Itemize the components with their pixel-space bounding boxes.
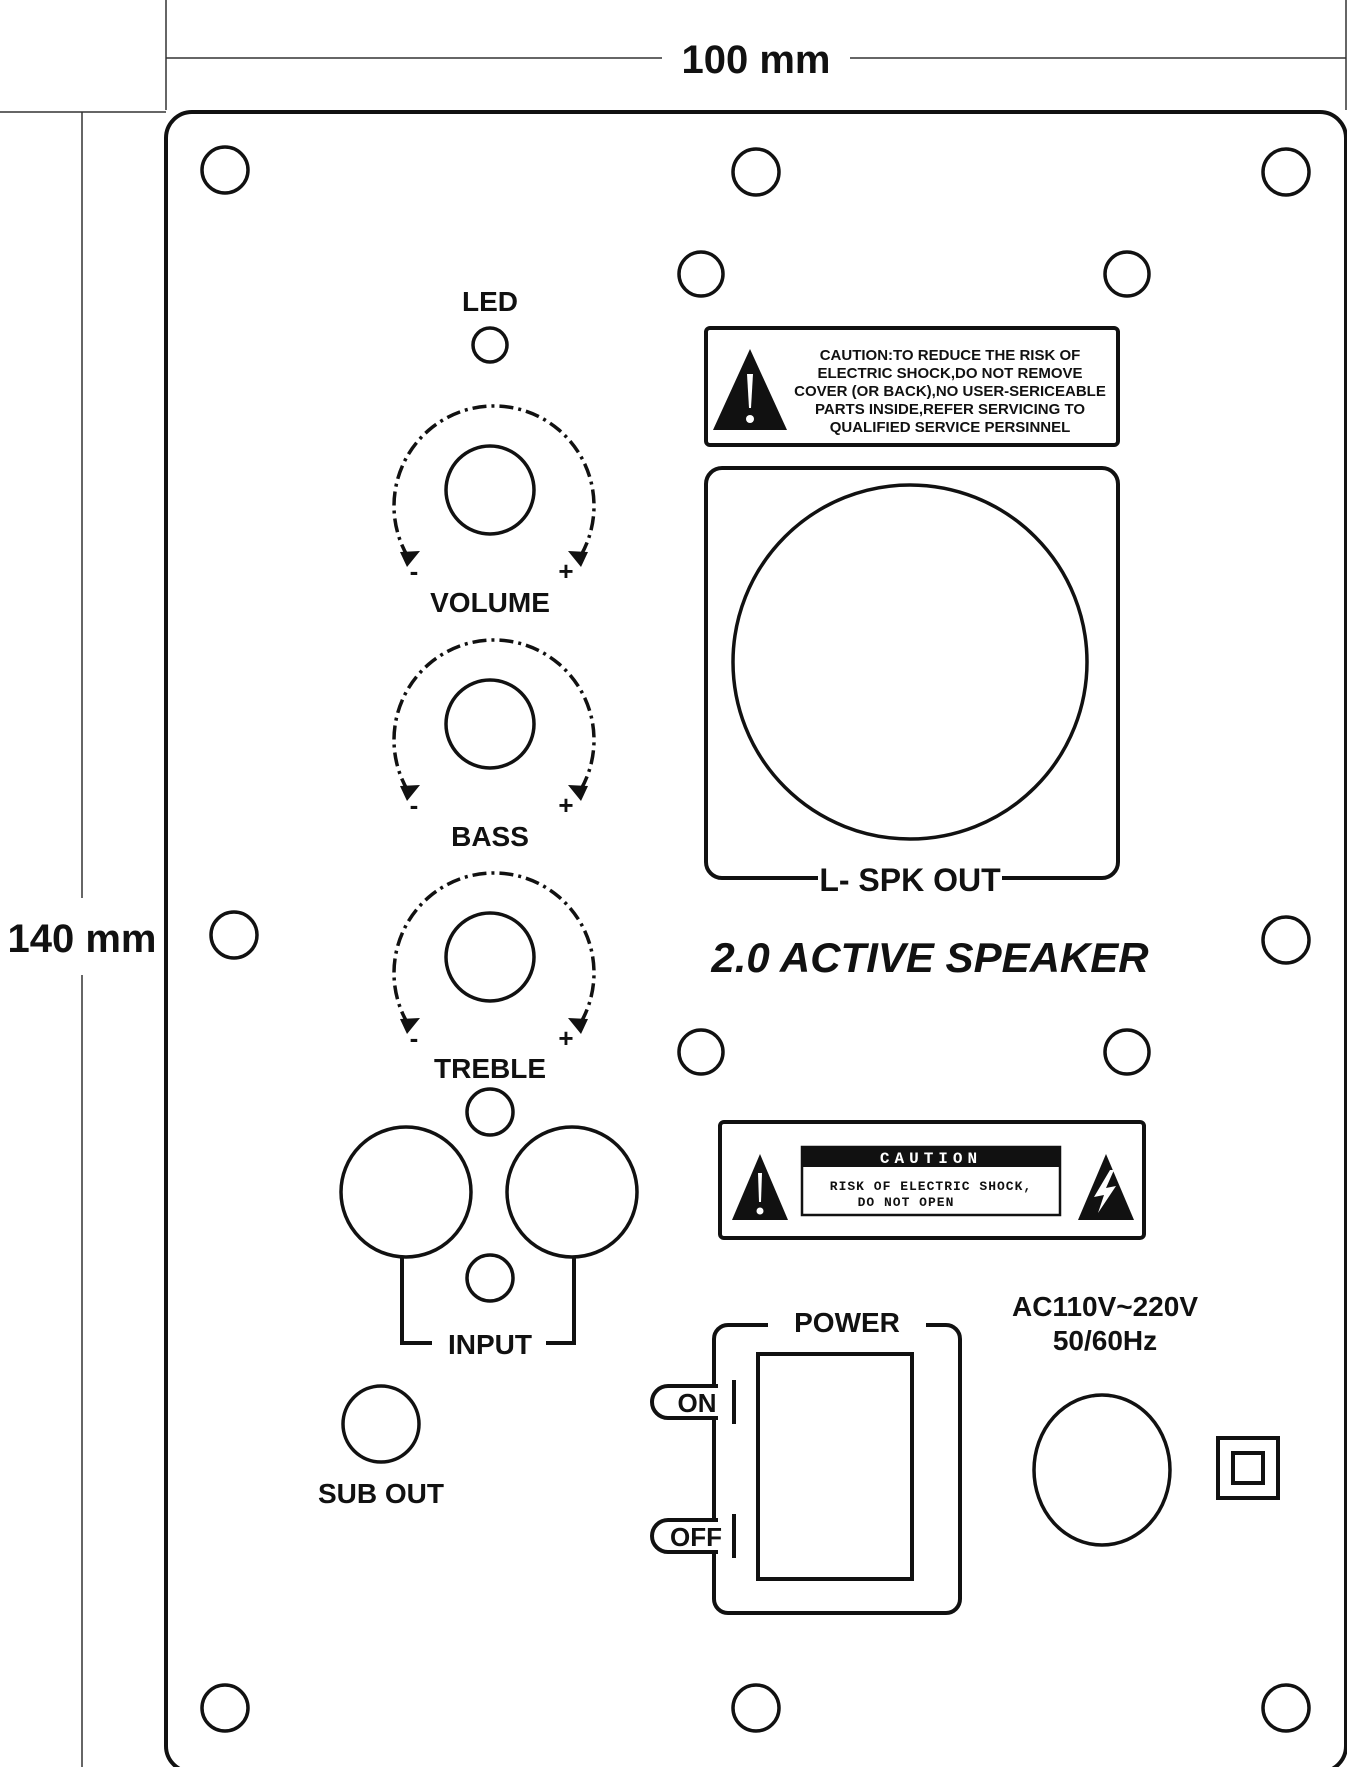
input-jack-right[interactable]	[505, 1125, 639, 1259]
treble-control[interactable]: - + TREBLE	[392, 871, 596, 1084]
speaker-cutout	[731, 483, 1089, 841]
led-label: LED	[462, 286, 518, 317]
ac-input-area: AC110V~220V 50/60Hz	[1012, 1291, 1280, 1547]
mounting-hole	[200, 1683, 250, 1733]
chevron-down-icon	[400, 785, 420, 801]
mounting-holes	[200, 145, 1311, 1733]
mounting-hole	[1261, 147, 1311, 197]
treble-label: TREBLE	[434, 1053, 546, 1084]
input-label: INPUT	[448, 1329, 532, 1360]
caution-line: QUALIFIED SERVICE PERSINNEL	[830, 419, 1071, 436]
led-indicator	[471, 326, 509, 364]
volume-control[interactable]: - + VOLUME	[392, 404, 596, 618]
lightning-warning-icon	[1078, 1154, 1134, 1220]
power-off-indicator: OFF	[650, 1514, 736, 1558]
treble-plus-label: +	[558, 1023, 573, 1053]
caution-line: CAUTION:TO REDUCE THE RISK OF	[820, 347, 1081, 364]
width-dimension: 100 mm	[165, 0, 1347, 110]
mounting-hole	[209, 910, 259, 960]
sub-out-jack[interactable]: SUB OUT	[318, 1384, 444, 1509]
power-on-label: ON	[678, 1388, 717, 1418]
input-small-hole	[465, 1253, 515, 1303]
height-dimension: 140 mm	[0, 111, 166, 1767]
volume-label: VOLUME	[430, 587, 550, 618]
power-off-label: OFF	[670, 1522, 722, 1552]
volume-knob[interactable]	[444, 444, 536, 536]
caution-line: RISK OF ELECTRIC SHOCK,	[830, 1179, 1032, 1194]
power-on-indicator: ON	[650, 1380, 736, 1424]
volume-dial-arc	[392, 404, 596, 558]
mounting-hole	[200, 145, 250, 195]
bass-minus-label: -	[410, 790, 419, 820]
caution-line: COVER (OR BACK),NO USER-SERICEABLE	[794, 383, 1106, 400]
power-switch[interactable]	[756, 1352, 914, 1581]
caution-label-top: CAUTION:TO REDUCE THE RISK OF ELECTRIC S…	[704, 326, 1120, 447]
input-bracket-left	[400, 1257, 432, 1345]
treble-minus-label: -	[410, 1023, 419, 1053]
width-label: 100 mm	[682, 38, 831, 82]
caution-header: CAUTION	[880, 1150, 982, 1168]
caution-line: PARTS INSIDE,REFER SERVICING TO	[815, 401, 1085, 418]
chevron-down-icon	[400, 551, 420, 567]
mounting-hole	[731, 1683, 781, 1733]
caution-line: DO NOT OPEN	[858, 1195, 955, 1210]
bass-dial-arc	[392, 638, 596, 792]
bass-knob[interactable]	[444, 678, 536, 770]
speaker-output-area: L- SPK OUT	[704, 466, 1120, 898]
mounting-hole	[1103, 250, 1151, 298]
chevron-down-icon	[568, 1018, 588, 1034]
warning-triangle-icon	[732, 1154, 788, 1220]
bass-control[interactable]: - + BASS	[392, 638, 596, 852]
power-frame	[712, 1323, 962, 1615]
product-title: 2.0 ACTIVE SPEAKER	[710, 934, 1149, 981]
double-insulation-icon	[1216, 1436, 1280, 1500]
panel-outline	[164, 110, 1347, 1767]
mounting-hole	[1261, 915, 1311, 965]
treble-dial-arc	[392, 871, 596, 1025]
chevron-down-icon	[400, 1018, 420, 1034]
volume-plus-label: +	[558, 556, 573, 586]
height-label: 140 mm	[8, 917, 157, 961]
ac-voltage-label: AC110V~220V	[1012, 1291, 1198, 1322]
mounting-hole	[1261, 1683, 1311, 1733]
treble-knob[interactable]	[444, 911, 536, 1003]
chevron-down-icon	[568, 785, 588, 801]
chevron-down-icon	[568, 551, 588, 567]
mounting-hole	[1103, 1028, 1151, 1076]
power-socket[interactable]	[1032, 1393, 1172, 1547]
bass-label: BASS	[451, 821, 529, 852]
power-label: POWER	[794, 1307, 900, 1338]
input-small-hole	[465, 1087, 515, 1137]
input-jack-left[interactable]	[339, 1125, 473, 1259]
caution-line: ELECTRIC SHOCK,DO NOT REMOVE	[817, 365, 1082, 382]
warning-triangle-icon	[713, 349, 787, 430]
volume-minus-label: -	[410, 556, 419, 586]
sub-out-socket[interactable]	[341, 1384, 421, 1464]
power-switch-area: POWER ON OFF	[650, 1307, 962, 1615]
mounting-hole	[677, 250, 725, 298]
ac-frequency-label: 50/60Hz	[1053, 1325, 1157, 1356]
bass-plus-label: +	[558, 790, 573, 820]
caution-label-bottom: CAUTION RISK OF ELECTRIC SHOCK, DO NOT O…	[718, 1120, 1146, 1240]
input-bracket-right	[546, 1257, 576, 1345]
input-jacks[interactable]: INPUT	[339, 1087, 639, 1360]
speaker-output-label: L- SPK OUT	[819, 862, 1001, 898]
mounting-hole	[731, 147, 781, 197]
sub-out-label: SUB OUT	[318, 1478, 444, 1509]
mounting-hole	[677, 1028, 725, 1076]
